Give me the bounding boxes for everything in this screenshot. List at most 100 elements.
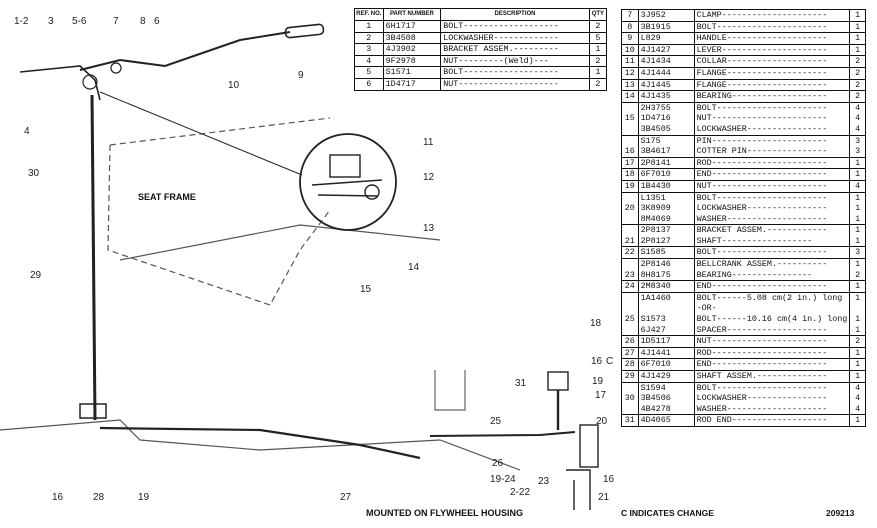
cell-desc: END-----------------------	[693, 168, 851, 181]
cell-qty: 2	[849, 269, 866, 281]
cell-pn	[637, 303, 695, 315]
cell-qty: 1	[849, 258, 866, 270]
cell-desc: SPACER--------------------	[693, 324, 851, 336]
cell-qty: 5	[588, 31, 608, 44]
callout-18: 18	[590, 318, 602, 329]
cell-desc: SHAFT ASSEM.--------------	[693, 370, 851, 383]
cell-ref: 7	[621, 9, 639, 22]
cell-pn: 1B4430	[637, 179, 695, 192]
callout-3: 3	[48, 16, 54, 27]
cell-pn: S1573	[637, 314, 695, 325]
cell-qty: 2	[849, 335, 866, 348]
callout-20: 20	[596, 416, 608, 427]
cell-desc: SHAFT------------------	[693, 235, 851, 247]
callout-16c: 16	[52, 492, 64, 503]
cell-desc: WASHER--------------------	[693, 403, 851, 415]
cell-ref	[621, 324, 639, 336]
cell-desc: BEARING-------------------	[693, 90, 851, 103]
cell-pn: 3K8909	[637, 203, 695, 214]
cell-desc: NUT---------(Weld)---	[440, 54, 590, 67]
callout-9: 9	[298, 70, 304, 81]
callout-14: 14	[408, 262, 420, 273]
callout-29: 29	[30, 270, 42, 281]
cell-qty: 2	[588, 77, 608, 91]
cell-qty: 1	[849, 280, 866, 293]
cell-desc: COTTER PIN----------------	[693, 146, 851, 158]
cell-ref	[621, 123, 639, 136]
callout-21: 21	[598, 492, 610, 503]
cell-ref	[621, 134, 639, 147]
cell-ref: 10	[621, 43, 639, 56]
callout-13: 13	[423, 223, 435, 234]
cell-desc: LOCKWASHER----------------	[693, 393, 851, 404]
cell-pn: 1D4716	[637, 113, 695, 124]
cell-ref: 12	[621, 66, 639, 80]
cell-pn: S1594	[637, 381, 695, 394]
cell-pn: 4J1444	[637, 66, 695, 80]
cell-desc: BOLT----------------------	[693, 381, 851, 394]
cell-ref: 14	[621, 90, 639, 103]
cell-desc: BOLT----------------------	[693, 191, 851, 204]
cell-pn: 1D5117	[637, 335, 695, 348]
callout-11: 11	[423, 137, 434, 148]
cell-qty: 3	[849, 134, 866, 147]
cell-pn: L829	[637, 32, 695, 45]
cell-desc: BOLT-------------------	[440, 20, 590, 33]
cell-ref: 13	[621, 78, 639, 91]
cell-qty: 4	[849, 393, 866, 404]
cell-pn: 2H3755	[637, 101, 695, 114]
cell-ref: 29	[621, 370, 639, 383]
cell-desc: LOCKWASHER-------------	[440, 31, 590, 44]
cell-ref: 24	[621, 280, 639, 293]
cell-desc: NUT--------------------	[440, 77, 590, 91]
cell-ref	[621, 213, 639, 225]
callout-17: 17	[595, 390, 607, 401]
cell-pn: 2P8137	[637, 224, 695, 236]
cell-desc: HANDLE--------------------	[693, 32, 851, 45]
cell-qty: 4	[849, 123, 866, 136]
cell-qty: 1	[849, 235, 866, 247]
cell-ref	[621, 224, 639, 236]
cell-qty: 1	[849, 358, 866, 371]
cell-qty: 4	[849, 113, 866, 124]
cell-pn: 4J1441	[637, 346, 695, 359]
callout-26: 26	[492, 458, 504, 469]
cell-ref: 8	[621, 20, 639, 33]
cell-pn: 8M4069	[637, 213, 695, 225]
cell-pn: 2M8340	[637, 280, 695, 293]
cell-pn: 1D4717	[382, 77, 442, 91]
cell-pn: 6F7010	[637, 358, 695, 371]
callout-16: 16	[591, 356, 603, 367]
callout-12: 12	[423, 172, 435, 183]
cell-ref: 28	[621, 358, 639, 371]
cell-ref: 26	[621, 335, 639, 348]
cell-desc: ROD-----------------------	[693, 346, 851, 359]
cell-qty: 4	[849, 403, 866, 415]
cell-desc: NUT-----------------------	[693, 179, 851, 192]
mounted-caption: MOUNTED ON FLYWHEEL HOUSING	[366, 508, 523, 518]
cell-desc: BEARING----------------	[693, 269, 851, 281]
cell-qty: 4	[849, 101, 866, 114]
cell-desc: COLLAR--------------------	[693, 55, 851, 68]
cell-desc: BOLT-------------------	[440, 66, 590, 79]
cell-desc: ROD-----------------------	[693, 156, 851, 169]
cell-ref: 5	[354, 66, 384, 79]
cell-ref: 30	[621, 393, 639, 404]
callout-8: 8	[140, 16, 146, 27]
